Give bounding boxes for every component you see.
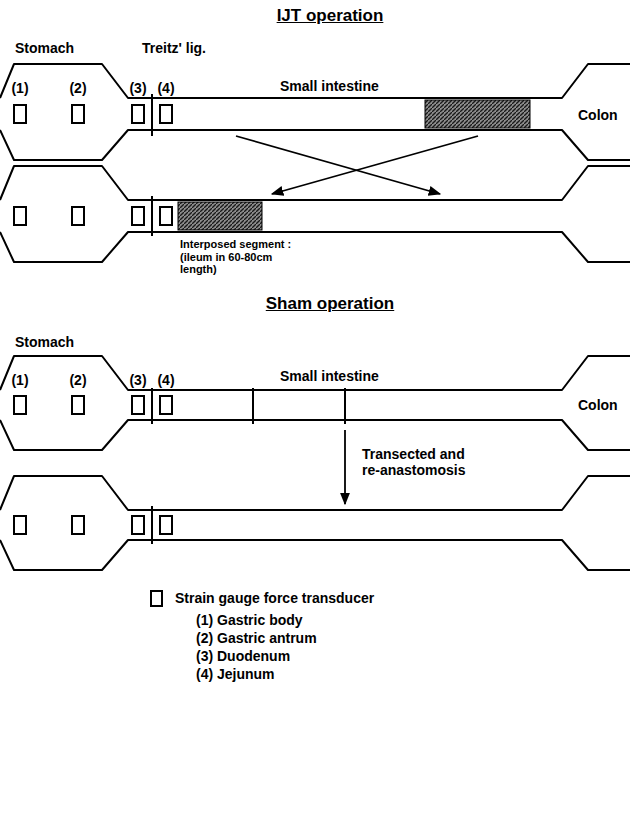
transducer-symbol xyxy=(72,105,84,123)
legend-text: Strain gauge force transducer xyxy=(175,590,374,606)
key-entry: (1) Gastric body xyxy=(196,612,303,628)
organ-label: Colon xyxy=(578,397,618,413)
procedure-arrow xyxy=(344,430,346,504)
treitz-ligament-line xyxy=(151,196,153,236)
ileal-segment xyxy=(425,100,530,128)
transducer-symbol xyxy=(14,396,26,414)
callout-number: (4) xyxy=(157,372,174,388)
organ-label: Stomach xyxy=(15,40,74,56)
gut-outline xyxy=(0,476,630,510)
transection-line xyxy=(344,388,346,424)
procedure-note: Transected and re-anastomosis xyxy=(362,446,477,478)
interposed-segment xyxy=(178,202,262,230)
gut-outline xyxy=(0,166,630,200)
callout-number: (1) xyxy=(11,372,28,388)
transducer-symbol xyxy=(160,396,172,414)
transducer-symbol xyxy=(72,396,84,414)
transducer-symbol xyxy=(160,516,172,534)
segment-note: Interposed segment : (ileum in 60-80cm l… xyxy=(180,238,310,276)
transducer-symbol xyxy=(132,516,144,534)
gut-outline xyxy=(0,130,630,160)
gut-outline xyxy=(0,356,630,390)
key-entry: (4) Jejunum xyxy=(196,666,275,682)
callout-number: (3) xyxy=(129,372,146,388)
gut-outline xyxy=(0,64,630,98)
section-title: Sham operation xyxy=(266,294,394,314)
organ-label: Stomach xyxy=(15,334,74,350)
callout-number: (1) xyxy=(11,80,28,96)
transducer-symbol xyxy=(14,105,26,123)
organ-label: Small intestine xyxy=(280,368,379,384)
transducer-symbol xyxy=(160,207,172,225)
transducer-symbol xyxy=(132,207,144,225)
transducer-symbol xyxy=(132,105,144,123)
transposition-arrow xyxy=(272,136,478,194)
transposition-arrow xyxy=(236,136,440,194)
organ-label: Colon xyxy=(578,107,618,123)
segment-mark xyxy=(252,388,254,424)
transducer-symbol xyxy=(132,396,144,414)
gut-outline xyxy=(0,420,630,450)
gut-outline xyxy=(0,232,630,262)
key-entry: (2) Gastric antrum xyxy=(196,630,317,646)
gut-outline xyxy=(0,540,630,570)
callout-number: (2) xyxy=(69,80,86,96)
callout-number: (2) xyxy=(69,372,86,388)
organ-label: Small intestine xyxy=(280,78,379,94)
treitz-ligament-line xyxy=(151,506,153,544)
treitz-ligament-line xyxy=(151,94,153,136)
transducer-symbol xyxy=(72,516,84,534)
transducer-symbol xyxy=(14,516,26,534)
landmark-label: Treitz' lig. xyxy=(142,40,206,56)
treitz-ligament-line xyxy=(151,388,153,424)
callout-number: (3) xyxy=(129,80,146,96)
callout-number: (4) xyxy=(157,80,174,96)
transducer-symbol xyxy=(14,207,26,225)
legend-entry: Strain gauge force transducer xyxy=(150,590,374,607)
transducer-symbol xyxy=(72,207,84,225)
transducer-symbol xyxy=(150,590,163,607)
transducer-symbol xyxy=(160,105,172,123)
key-entry: (3) Duodenum xyxy=(196,648,290,664)
section-title: IJT operation xyxy=(277,6,384,26)
